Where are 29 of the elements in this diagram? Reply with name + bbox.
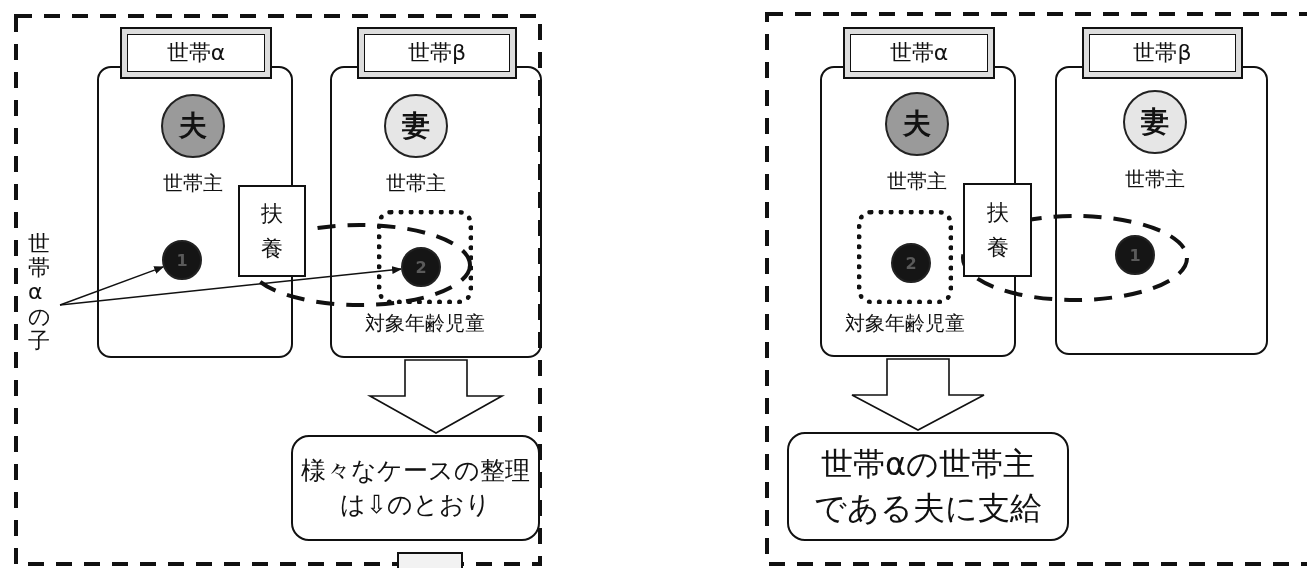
role-label: 世帯主	[1124, 166, 1186, 193]
caption-label: 対象年齢児童	[844, 310, 966, 337]
household-tab: 世帯β	[1082, 27, 1243, 79]
household-tab: 世帯α	[843, 27, 995, 79]
result-box: 世帯αの世帯主である夫に支給	[787, 432, 1069, 541]
person-circle: 夫	[885, 92, 949, 156]
block-arrow	[366, 359, 506, 434]
arrow	[59, 266, 403, 306]
household-tab: 世帯β	[357, 27, 517, 79]
caption-label: 対象年齢児童	[364, 310, 486, 337]
target-child-box	[857, 210, 953, 304]
result-box: 様々なケースの整理は⇩のとおり	[291, 435, 540, 541]
dependent-box: 扶養	[963, 183, 1032, 277]
child-circle: 1	[1115, 235, 1155, 275]
child-circle: 2	[401, 247, 441, 287]
household-tab: 世帯α	[120, 27, 272, 79]
child-circle: 2	[891, 243, 931, 283]
target-child-box	[377, 210, 473, 304]
block-arrow	[851, 358, 985, 431]
role-label: 世帯主	[886, 168, 948, 195]
person-circle: 妻	[1123, 90, 1187, 154]
arrow	[59, 266, 165, 306]
dependent-box: 扶養	[238, 185, 306, 277]
person-circle: 夫	[161, 94, 225, 158]
role-label: 世帯主	[385, 170, 447, 197]
role-label: 世帯主	[162, 170, 224, 197]
person-circle: 妻	[384, 94, 448, 158]
child-circle: 1	[162, 240, 202, 280]
child-label: 世帯αの子	[28, 232, 52, 372]
